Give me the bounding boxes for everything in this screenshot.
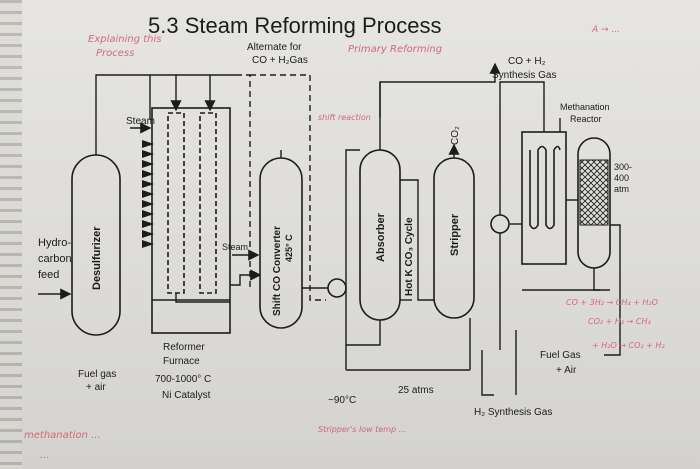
reformer-label-2: Furnace [163,356,200,367]
methanation-heater [521,131,567,265]
note-reaction-3: + H₂O → CO₂ + H₂ [592,341,665,350]
alternate-label-2: CO + H₂Gas [252,55,308,66]
fuel-gas-right-label-1: Fuel Gas [540,350,581,361]
hydrocarbon-label-2: carbon [38,253,72,265]
shift-temp-label: 425° C [284,234,294,262]
pressure-label-3: atm [614,184,629,194]
reformer-tube-2 [199,112,217,294]
alternate-label-1: Alternate for [247,42,302,53]
note-shift-reaction: shift reaction [318,113,371,122]
co-h2-label-2: Synthesis Gas [492,70,556,81]
note-explaining-2: Process [96,48,134,59]
reformer-furnace-box [151,107,231,334]
shift-converter-label: Shift CO Converter [272,226,283,316]
note-primary-reforming: Primary Reforming [348,44,442,55]
heat-exchanger-1 [327,278,347,298]
desulfurizer-label: Desulfurizer [91,226,103,290]
reformer-label-1: Reformer [163,342,205,353]
co-h2-label-1: CO + H₂ [508,56,546,67]
hot-k-cycle-label: Hot K CO₃ Cycle [404,217,415,296]
note-reaction-1: CO + 3H₂ → CH₄ + H₂O [566,298,658,307]
pressure-label-1: 300- [614,162,632,172]
note-explaining-1: Explaining this [88,34,162,45]
heat-exchanger-2 [490,214,510,234]
steam-top-label: Steam [126,116,155,127]
note-bottom-left-2: ... [40,450,50,461]
pressure-label-2: 400 [614,173,629,183]
fuel-gas-right-label-2: + Air [556,365,577,376]
fuel-gas-left-label-2: + air [86,382,106,393]
reformer-label-3: 700-1000° C [155,374,211,385]
h2-synthesis-label: H₂ Synthesis Gas [474,407,552,418]
page-title: 5.3 Steam Reforming Process [148,13,441,38]
reformer-label-4: Ni Catalyst [162,390,211,401]
note-reaction-2: CO₂ + H₂ → CH₄ [588,317,651,326]
co2-label: CO₂ [450,126,461,145]
burner-arrows [142,140,154,248]
note-side: A → ... [591,25,620,35]
hydrocarbon-label-1: Hydro- [38,237,71,249]
absorber-label: Absorber [375,212,387,262]
notebook-binding [0,0,22,469]
steam-mid-label: Steam [222,242,248,252]
stripper-label: Stripper [449,213,461,256]
methanation-label-2: Reactor [570,114,602,124]
methanation-catalyst-bed [579,159,609,226]
pressure-25-label: 25 atms [398,385,434,396]
heater-coil [529,145,561,230]
fuel-gas-left-label-1: Fuel gas [78,369,116,380]
note-stripper: Stripper's low temp ... [318,425,406,434]
temp-90-label: ~90°C [328,395,356,406]
methanation-label-1: Methanation [560,102,610,112]
reformer-tube-1 [167,112,185,294]
hydrocarbon-label-3: feed [38,269,59,281]
note-bottom-left-1: methanation ... [24,430,101,441]
